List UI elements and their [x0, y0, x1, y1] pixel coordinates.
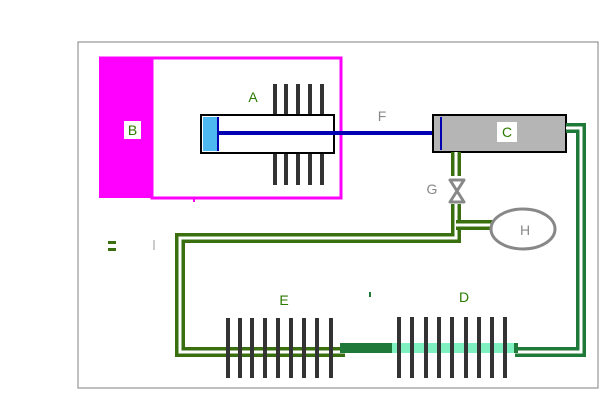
stray-mark	[153, 240, 155, 250]
piston-a	[203, 117, 218, 151]
fin	[250, 318, 254, 378]
fin	[477, 317, 481, 378]
fin	[464, 317, 468, 378]
stray-mark	[369, 292, 371, 297]
label-b-box	[124, 121, 141, 139]
pipe-c-to-e-inner	[178, 152, 458, 354]
label-d: D	[459, 289, 469, 305]
valve-g-icon[interactable]	[448, 178, 466, 204]
fin	[424, 317, 428, 378]
fin	[490, 317, 494, 378]
label-h: H	[520, 222, 530, 238]
stray-mark	[108, 241, 116, 244]
fin	[450, 317, 454, 378]
label-f: F	[378, 108, 387, 124]
stray-mark	[108, 248, 116, 251]
stray-mark	[193, 198, 195, 202]
label-c: C	[502, 124, 512, 140]
pipe-c-to-d-inner	[515, 126, 583, 354]
fin	[329, 318, 333, 378]
label-a: A	[248, 89, 258, 105]
fin	[238, 318, 242, 378]
fin	[302, 318, 306, 378]
enclosure-outline	[150, 56, 343, 200]
label-e: E	[279, 292, 288, 308]
fin	[410, 317, 414, 378]
radiator-d-fins	[397, 317, 507, 378]
fin	[276, 318, 280, 378]
gauge-h	[489, 207, 557, 251]
label-c-box	[497, 122, 517, 142]
label-g: G	[427, 181, 438, 197]
fin	[315, 318, 319, 378]
fin	[503, 317, 507, 378]
fin	[263, 318, 267, 378]
fin	[226, 318, 230, 378]
fin	[437, 317, 441, 378]
fin	[397, 317, 401, 378]
fin	[289, 318, 293, 378]
radiator-e-fins	[226, 318, 333, 378]
label-b: B	[128, 122, 137, 138]
